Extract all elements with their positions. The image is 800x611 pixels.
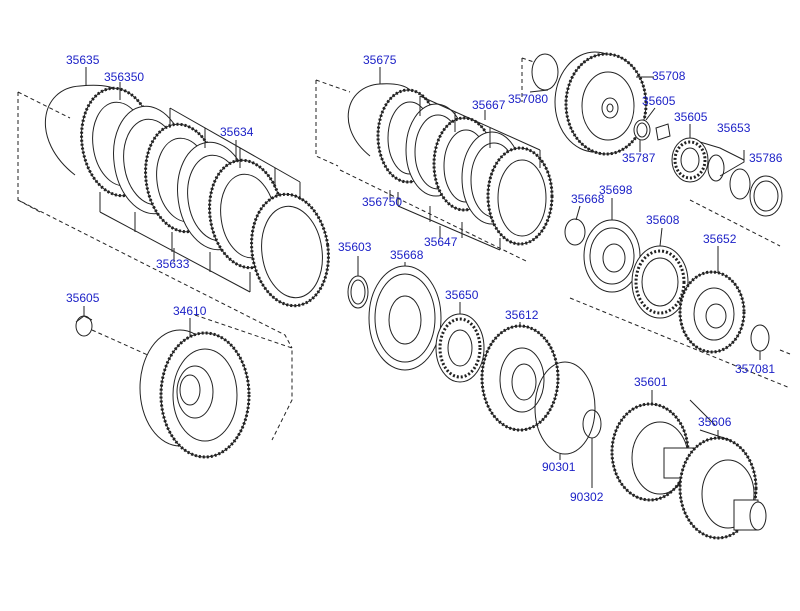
drum-35708 <box>521 51 648 156</box>
leader-lines <box>83 67 761 488</box>
part-label-35652[interactable]: 35652 <box>703 232 737 246</box>
hub-assembly-34610 <box>75 314 293 459</box>
part-label-35605-right[interactable]: 35605 <box>674 110 708 124</box>
part-label-35650[interactable]: 35650 <box>445 288 479 302</box>
part-label-35675[interactable]: 35675 <box>363 53 397 67</box>
part-label-35601[interactable]: 35601 <box>634 375 668 389</box>
part-label-35634[interactable]: 35634 <box>220 125 254 139</box>
part-label-90301[interactable]: 90301 <box>542 460 576 474</box>
part-label-35605-upper[interactable]: 35605 <box>642 94 676 108</box>
part-label-35653[interactable]: 35653 <box>717 121 751 135</box>
part-label-357081[interactable]: 357081 <box>735 362 776 376</box>
upper-right-small-parts <box>633 119 783 247</box>
shaft-gears <box>610 399 767 540</box>
part-label-35608[interactable]: 35608 <box>646 213 680 227</box>
part-label-356750[interactable]: 356750 <box>362 195 403 209</box>
part-label-35633[interactable]: 35633 <box>156 257 190 271</box>
part-label-34610[interactable]: 34610 <box>173 304 207 318</box>
part-label-35605-left[interactable]: 35605 <box>66 291 100 305</box>
middle-clutch-pack <box>315 79 554 263</box>
part-label-35668-middle[interactable]: 35668 <box>390 248 424 262</box>
part-label-35708[interactable]: 35708 <box>652 69 686 83</box>
part-label-35647[interactable]: 35647 <box>424 235 458 249</box>
part-label-35698[interactable]: 35698 <box>599 183 633 197</box>
part-label-35667[interactable]: 35667 <box>472 98 506 112</box>
left-clutch-pack <box>17 84 330 349</box>
part-label-35635[interactable]: 35635 <box>66 53 100 67</box>
part-label-35668-right[interactable]: 35668 <box>571 192 605 206</box>
part-label-35606[interactable]: 35606 <box>698 415 732 429</box>
middle-lower-components <box>347 265 602 455</box>
part-label-357080[interactable]: 357080 <box>508 92 549 106</box>
right-mid-components <box>564 218 791 389</box>
part-label-35787[interactable]: 35787 <box>622 151 656 165</box>
part-label-90302[interactable]: 90302 <box>570 490 604 504</box>
part-label-356350[interactable]: 356350 <box>104 70 145 84</box>
part-label-35612[interactable]: 35612 <box>505 308 539 322</box>
part-label-35603[interactable]: 35603 <box>338 240 372 254</box>
part-label-35786[interactable]: 35786 <box>749 151 783 165</box>
